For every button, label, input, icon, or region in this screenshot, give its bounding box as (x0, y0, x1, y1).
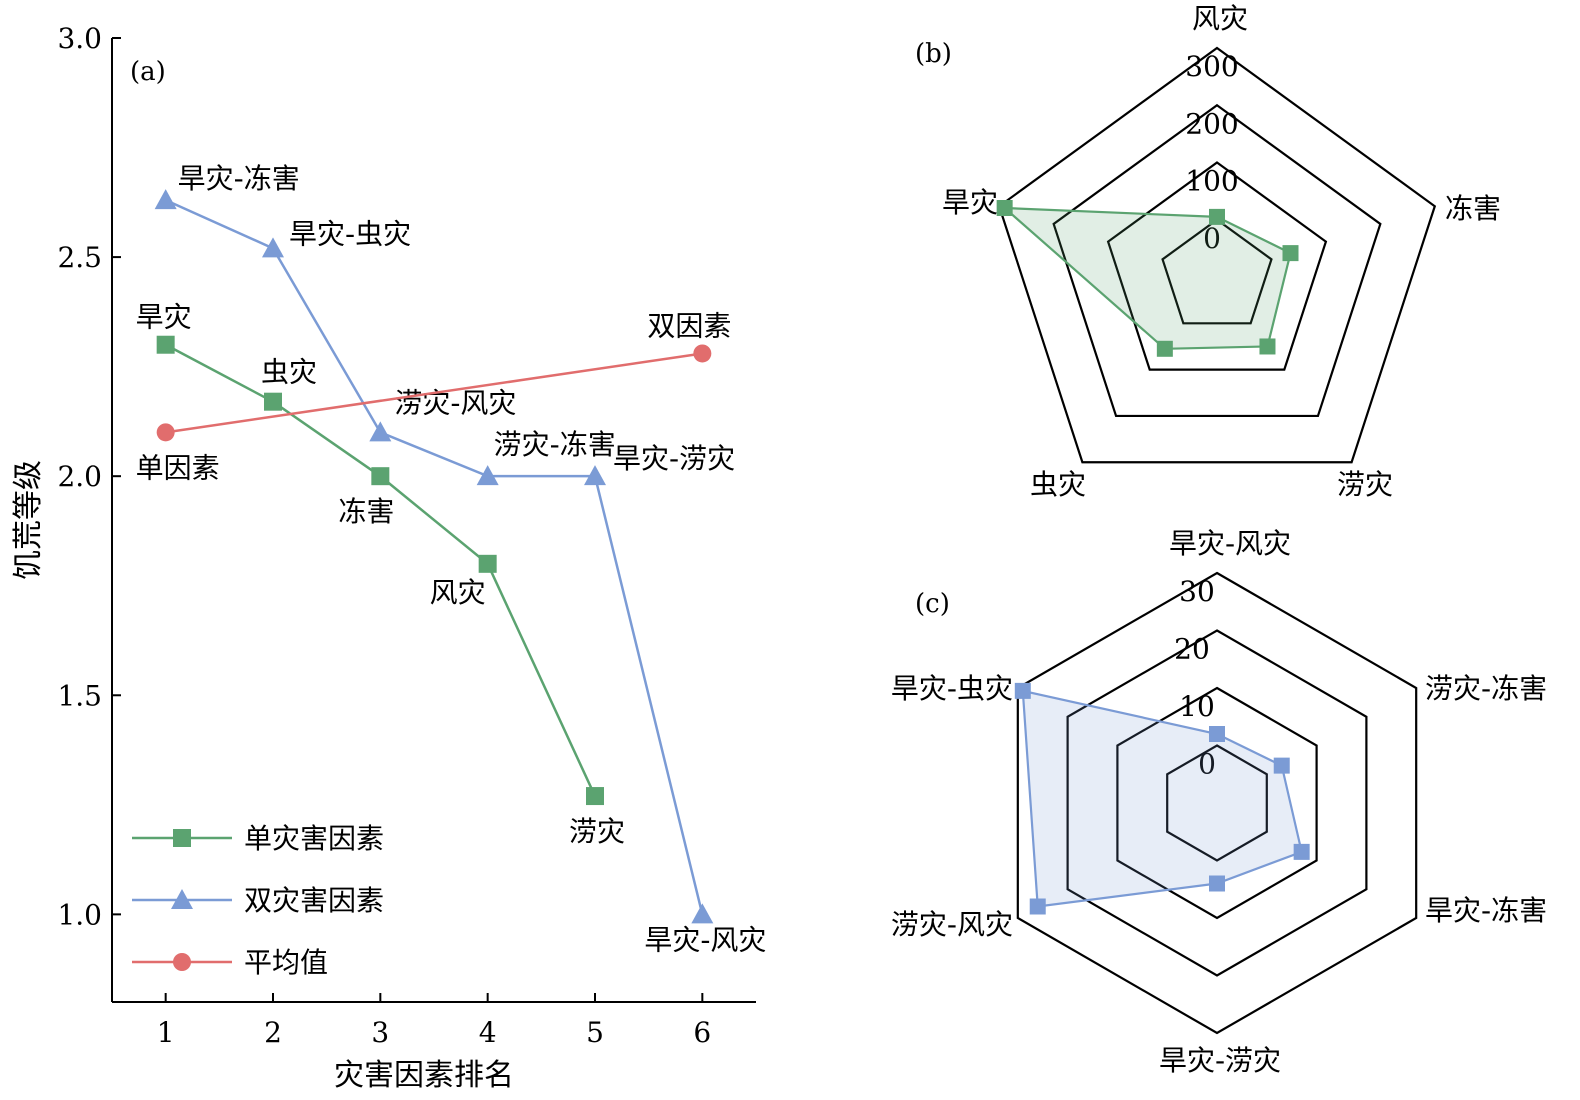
y-axis-label: 饥荒等级 (11, 460, 46, 580)
point-label: 旱灾-风灾 (644, 923, 766, 956)
data-point (262, 237, 284, 258)
axis-label: 风灾 (1192, 2, 1248, 35)
grid-ring (997, 46, 1437, 464)
axis-label: 旱灾 (942, 186, 998, 219)
data-point (156, 335, 175, 354)
grid-ring (1066, 629, 1368, 977)
grid-ring (1106, 161, 1328, 371)
axis-label: 涝灾 (1337, 468, 1393, 501)
axis-label: 旱灾-虫灾 (891, 672, 1013, 705)
y-tick-label: 3.0 (57, 22, 102, 55)
legend-label: 平均值 (244, 946, 328, 979)
x-tick-label: 3 (371, 1016, 389, 1049)
y-tick-label: 2.5 (57, 241, 102, 274)
ring-label: 200 (1185, 107, 1238, 140)
axis-label: 旱灾-冻害 (1425, 894, 1547, 927)
grid-ring (1116, 686, 1318, 920)
radar-point (996, 200, 1013, 217)
panel-label-a: (a) (130, 57, 166, 87)
radar-point (1209, 726, 1225, 742)
point-label: 虫灾 (261, 356, 317, 389)
legend-label: 单灾害因素 (244, 822, 384, 855)
point-label: 涝灾-风灾 (394, 386, 516, 419)
data-point (691, 903, 714, 924)
ring-label: 100 (1185, 165, 1238, 198)
radar-point (1282, 245, 1299, 262)
radar-area (1001, 206, 1292, 350)
data-point (371, 467, 390, 486)
point-label: 旱灾-涝灾 (613, 442, 735, 475)
ring-label: 0 (1198, 748, 1216, 781)
data-point (154, 189, 177, 210)
point-label: 风灾 (430, 576, 486, 609)
point-label: 涝灾 (569, 815, 625, 848)
axis-label: 冻害 (1445, 192, 1501, 225)
panel-label: (c) (915, 589, 950, 619)
radar-area (1021, 689, 1303, 908)
ring-label: 10 (1179, 690, 1215, 723)
point-label: 旱灾 (136, 301, 192, 334)
x-tick-label: 6 (693, 1016, 711, 1049)
radar-point (1273, 757, 1290, 774)
point-label: 旱灾-冻害 (178, 162, 300, 195)
data-point (264, 392, 282, 411)
point-label: 双因素 (647, 309, 731, 342)
data-point (156, 423, 175, 442)
ring-label: 300 (1185, 50, 1238, 83)
axis-label: 涝灾-冻害 (1425, 672, 1547, 705)
axis-label: 涝灾-风灾 (891, 908, 1013, 941)
grid-ring (1166, 744, 1268, 862)
legend-marker (173, 829, 191, 847)
legend-marker (171, 889, 193, 909)
y-tick-label: 2.0 (57, 460, 102, 493)
series-line-2 (165, 352, 703, 434)
point-label: 旱灾-虫灾 (289, 217, 411, 250)
point-label: 冻害 (338, 495, 394, 528)
ring-label: 20 (1174, 633, 1210, 666)
x-tick-label: 5 (586, 1016, 604, 1049)
radar-point (1156, 340, 1173, 357)
grid-ring (1161, 218, 1273, 325)
x-tick-label: 1 (157, 1016, 175, 1049)
y-tick-label: 1.5 (57, 679, 102, 712)
radar-point (1259, 338, 1276, 355)
axis-label: 虫灾 (1030, 468, 1086, 501)
data-point (478, 554, 497, 573)
data-point (693, 344, 712, 363)
grid-ring (1052, 103, 1382, 418)
data-point (369, 421, 392, 442)
legend-marker (173, 953, 191, 971)
x-axis-label: 灾害因素排名 (334, 1058, 514, 1093)
y-tick-label: 1.0 (57, 898, 102, 931)
radar-point (1014, 682, 1031, 699)
panel-label: (b) (915, 39, 952, 69)
radar-point (1029, 898, 1046, 915)
series-line-0 (165, 343, 597, 797)
radar-point (1209, 208, 1225, 225)
data-point (476, 465, 499, 486)
point-label: 涝灾-冻害 (494, 428, 616, 461)
x-tick-label: 2 (264, 1016, 282, 1049)
legend-label: 双灾害因素 (244, 884, 384, 917)
ring-label: 0 (1203, 222, 1221, 255)
data-point (584, 465, 606, 486)
axis-label: 旱灾-涝灾 (1159, 1044, 1281, 1077)
point-label: 单因素 (136, 451, 220, 484)
radar-point (1209, 875, 1225, 892)
series-line-1 (165, 198, 704, 915)
data-point (586, 787, 604, 806)
radar-point (1293, 843, 1310, 860)
axis-label: 旱灾-风灾 (1169, 527, 1291, 560)
x-tick-label: 4 (479, 1016, 497, 1049)
ring-label: 30 (1179, 575, 1215, 608)
